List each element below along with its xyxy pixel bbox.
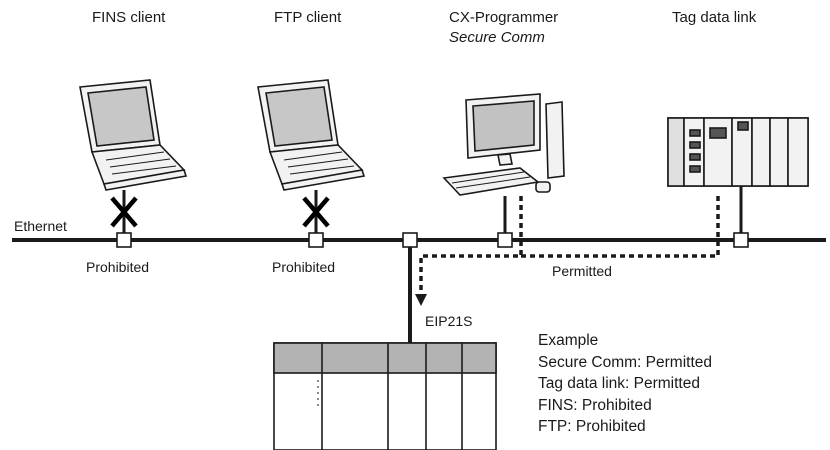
cx-programmer-label: CX-Programmer — [449, 9, 559, 26]
example-line: Secure Comm: Permitted — [538, 353, 712, 371]
secure-comm-label: Secure Comm — [449, 29, 545, 46]
eip21s-node — [402, 232, 418, 248]
example-line: FTP: Prohibited — [538, 418, 646, 435]
fins-node — [116, 232, 132, 248]
plc-node — [733, 232, 749, 248]
ftp-laptop-icon — [257, 79, 366, 191]
pc-node — [497, 232, 513, 248]
permitted-arrowhead-icon — [415, 294, 427, 306]
fins-status-label: Prohibited — [86, 259, 150, 275]
ftp-client-label: FTP client — [274, 9, 342, 26]
example-legend: Example Secure Comm: Permitted Tag data … — [538, 330, 712, 438]
desktop-pc-icon — [442, 93, 565, 196]
eip21s-unit — [273, 342, 497, 450]
example-line: Tag data link: Permitted — [538, 375, 700, 392]
permitted-path — [419, 196, 720, 294]
ftp-status-label: Prohibited — [272, 259, 336, 275]
fins-client-label: FINS client — [92, 9, 166, 26]
example-title: Example — [538, 332, 599, 349]
ethernet-label: Ethernet — [14, 218, 67, 234]
permitted-label: Permitted — [552, 263, 612, 279]
eip21s-label: EIP21S — [425, 313, 473, 329]
example-line: FINS: Prohibited — [538, 396, 652, 414]
ftp-node — [308, 232, 324, 248]
ftp-prohibited-x-icon — [302, 196, 330, 228]
plc-rack-icon — [667, 117, 809, 187]
tag-data-link-label: Tag data link — [672, 9, 757, 26]
fins-prohibited-x-icon — [110, 196, 138, 228]
fins-laptop-icon — [79, 79, 188, 191]
